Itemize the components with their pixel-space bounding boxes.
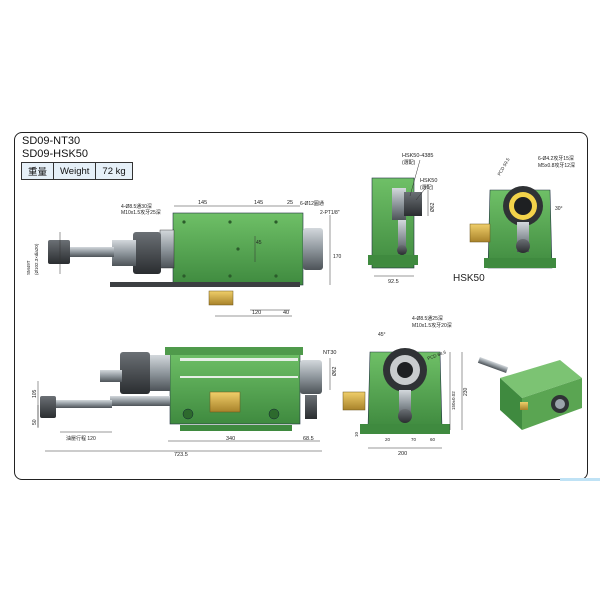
end-base (360, 424, 450, 434)
label-hsk50: HSK50 (420, 178, 437, 184)
end-pivot (398, 409, 412, 423)
dim-40: 40 (283, 310, 289, 316)
front-top-lip (165, 347, 303, 355)
dim-50: 50 (32, 419, 38, 425)
hsk-end-pivot (516, 239, 530, 253)
hsk-end-view: 6-Ø4.2攻牙15深 M5x0.8攻牙12深 PCD 59.5 30° (469, 155, 575, 269)
hsk-end-base (484, 258, 556, 268)
end-dim-230: 230 (463, 387, 469, 396)
top-spindle-housing-left (159, 229, 175, 269)
front-cylinder-rod (110, 396, 170, 406)
top-view: 145 145 25 45 40 120 170 4-Ø8.5通30深 M10x… (26, 200, 342, 317)
note-pt: 2-PT1/8" (320, 210, 340, 216)
iso-side (500, 378, 522, 430)
end-note-holes: 4-Ø8.5通25深 (412, 315, 443, 322)
label-stroke: 油壓行程 120 (66, 435, 96, 442)
front-brass-block (209, 391, 241, 413)
iso-rod (477, 357, 509, 373)
front-slot (180, 358, 298, 361)
end-dim-10: 10 (354, 431, 359, 437)
end-label-pcd: PCD 64.6 (427, 349, 448, 361)
front-piston-rod (48, 400, 112, 408)
hsk-end-bore (514, 197, 532, 215)
front-slot-2 (180, 376, 298, 378)
dim-spindle-2: (Ø102.3×dia20) (34, 243, 39, 275)
iso-top (500, 360, 582, 398)
hsk-link (398, 220, 406, 254)
hsk-end-brass (469, 223, 491, 243)
end-dim-20: 20 (385, 437, 391, 442)
dim-hsk-62: Ø62 (430, 202, 436, 212)
dim-723-5: 723.5 (174, 452, 188, 458)
dim-340: 340 (226, 436, 235, 442)
top-motor-cap (133, 232, 161, 274)
hsk-side-view: HSK50-4385 (選配) HSK50 (選配) 92.5 Ø62 HSK5… (368, 153, 485, 285)
end-brass (342, 391, 366, 411)
end-dim-150: 150±0.02 (451, 391, 456, 410)
top-toolholder (48, 240, 70, 264)
dim-25: 25 (287, 200, 293, 206)
iso-brass (520, 402, 528, 410)
label-hsk4385-note: (選配) (402, 159, 416, 166)
front-bolt-left (182, 408, 194, 420)
iso-bore (555, 399, 565, 409)
end-view: 45° 4-Ø8.5通25深 M10x1.5攻牙20深 PCD 64.6 230… (342, 315, 469, 457)
model-title-hsk50: SD09-HSK50 (22, 148, 89, 160)
hsk-pivot (397, 245, 407, 255)
end-dim-200: 200 (398, 451, 407, 457)
isometric-view (477, 357, 582, 430)
note-thread: M10x1.5攻牙25深 (121, 209, 161, 216)
dim-45: 45 (256, 240, 262, 246)
hsk-big-label: HSK50 (453, 273, 485, 284)
top-brass-block (208, 290, 234, 306)
weight-label-en: Weight (53, 162, 97, 180)
front-rear-cap (300, 360, 322, 394)
hsk-spindle (392, 188, 406, 220)
top-spindle-nose (112, 240, 136, 266)
front-rear-shaft (305, 395, 317, 419)
dim-170: 170 (333, 254, 342, 260)
model-title-nt30: SD09-NT30 (22, 135, 81, 147)
hsk-note-holes: 6-Ø4.2攻牙15深 (538, 155, 574, 162)
note-holes: 4-Ø8.5通30深 (121, 203, 152, 210)
corner-accent (560, 478, 600, 481)
front-bolt-right (268, 408, 280, 420)
hsk-dim-30: 30° (555, 206, 563, 212)
end-dim-45deg: 45° (378, 332, 386, 338)
dim-145-b: 145 (254, 200, 263, 206)
top-rear-cap (303, 228, 323, 270)
front-spindle-head (120, 352, 150, 394)
end-bore (397, 362, 413, 378)
hsk-base (368, 255, 418, 265)
label-nt30: NT30 (323, 350, 336, 356)
end-dim-60: 60 (430, 437, 436, 442)
front-base-flange (180, 425, 292, 431)
label-hsk4385: HSK50-4385 (402, 153, 434, 159)
front-rod-end (40, 396, 56, 418)
front-nose (100, 370, 122, 382)
dim-120: 120 (252, 310, 261, 316)
weight-value: 72 kg (95, 162, 133, 180)
note-pin: 6-Ø12圓通 (300, 200, 324, 207)
top-rail (110, 282, 300, 287)
dim-105: 105 (32, 389, 38, 398)
dim-145-a: 145 (198, 200, 207, 206)
end-note-thread: M10x1.5攻牙20深 (412, 322, 452, 329)
label-hsk50-note: (選配) (420, 184, 434, 191)
end-dim-70: 70 (411, 437, 417, 442)
dim-68-5: 68.5 (303, 436, 314, 442)
top-arbor (70, 247, 114, 257)
weight-label-cn: 重量 (20, 162, 55, 180)
hsk-note-thread: M5x0.8攻牙12深 (538, 162, 575, 169)
dim-d62: Ø62 (332, 366, 338, 376)
front-view: NT30 105 50 340 68.5 723.5 油壓行程 120 Ø62 (32, 347, 338, 458)
weight-spec-table: 重量 Weight 72 kg (20, 162, 133, 180)
dim-92-5: 92.5 (388, 279, 399, 285)
dim-spindle: SM49T (26, 260, 31, 275)
hsk-label-pcd: PCD 59.5 (497, 157, 511, 177)
